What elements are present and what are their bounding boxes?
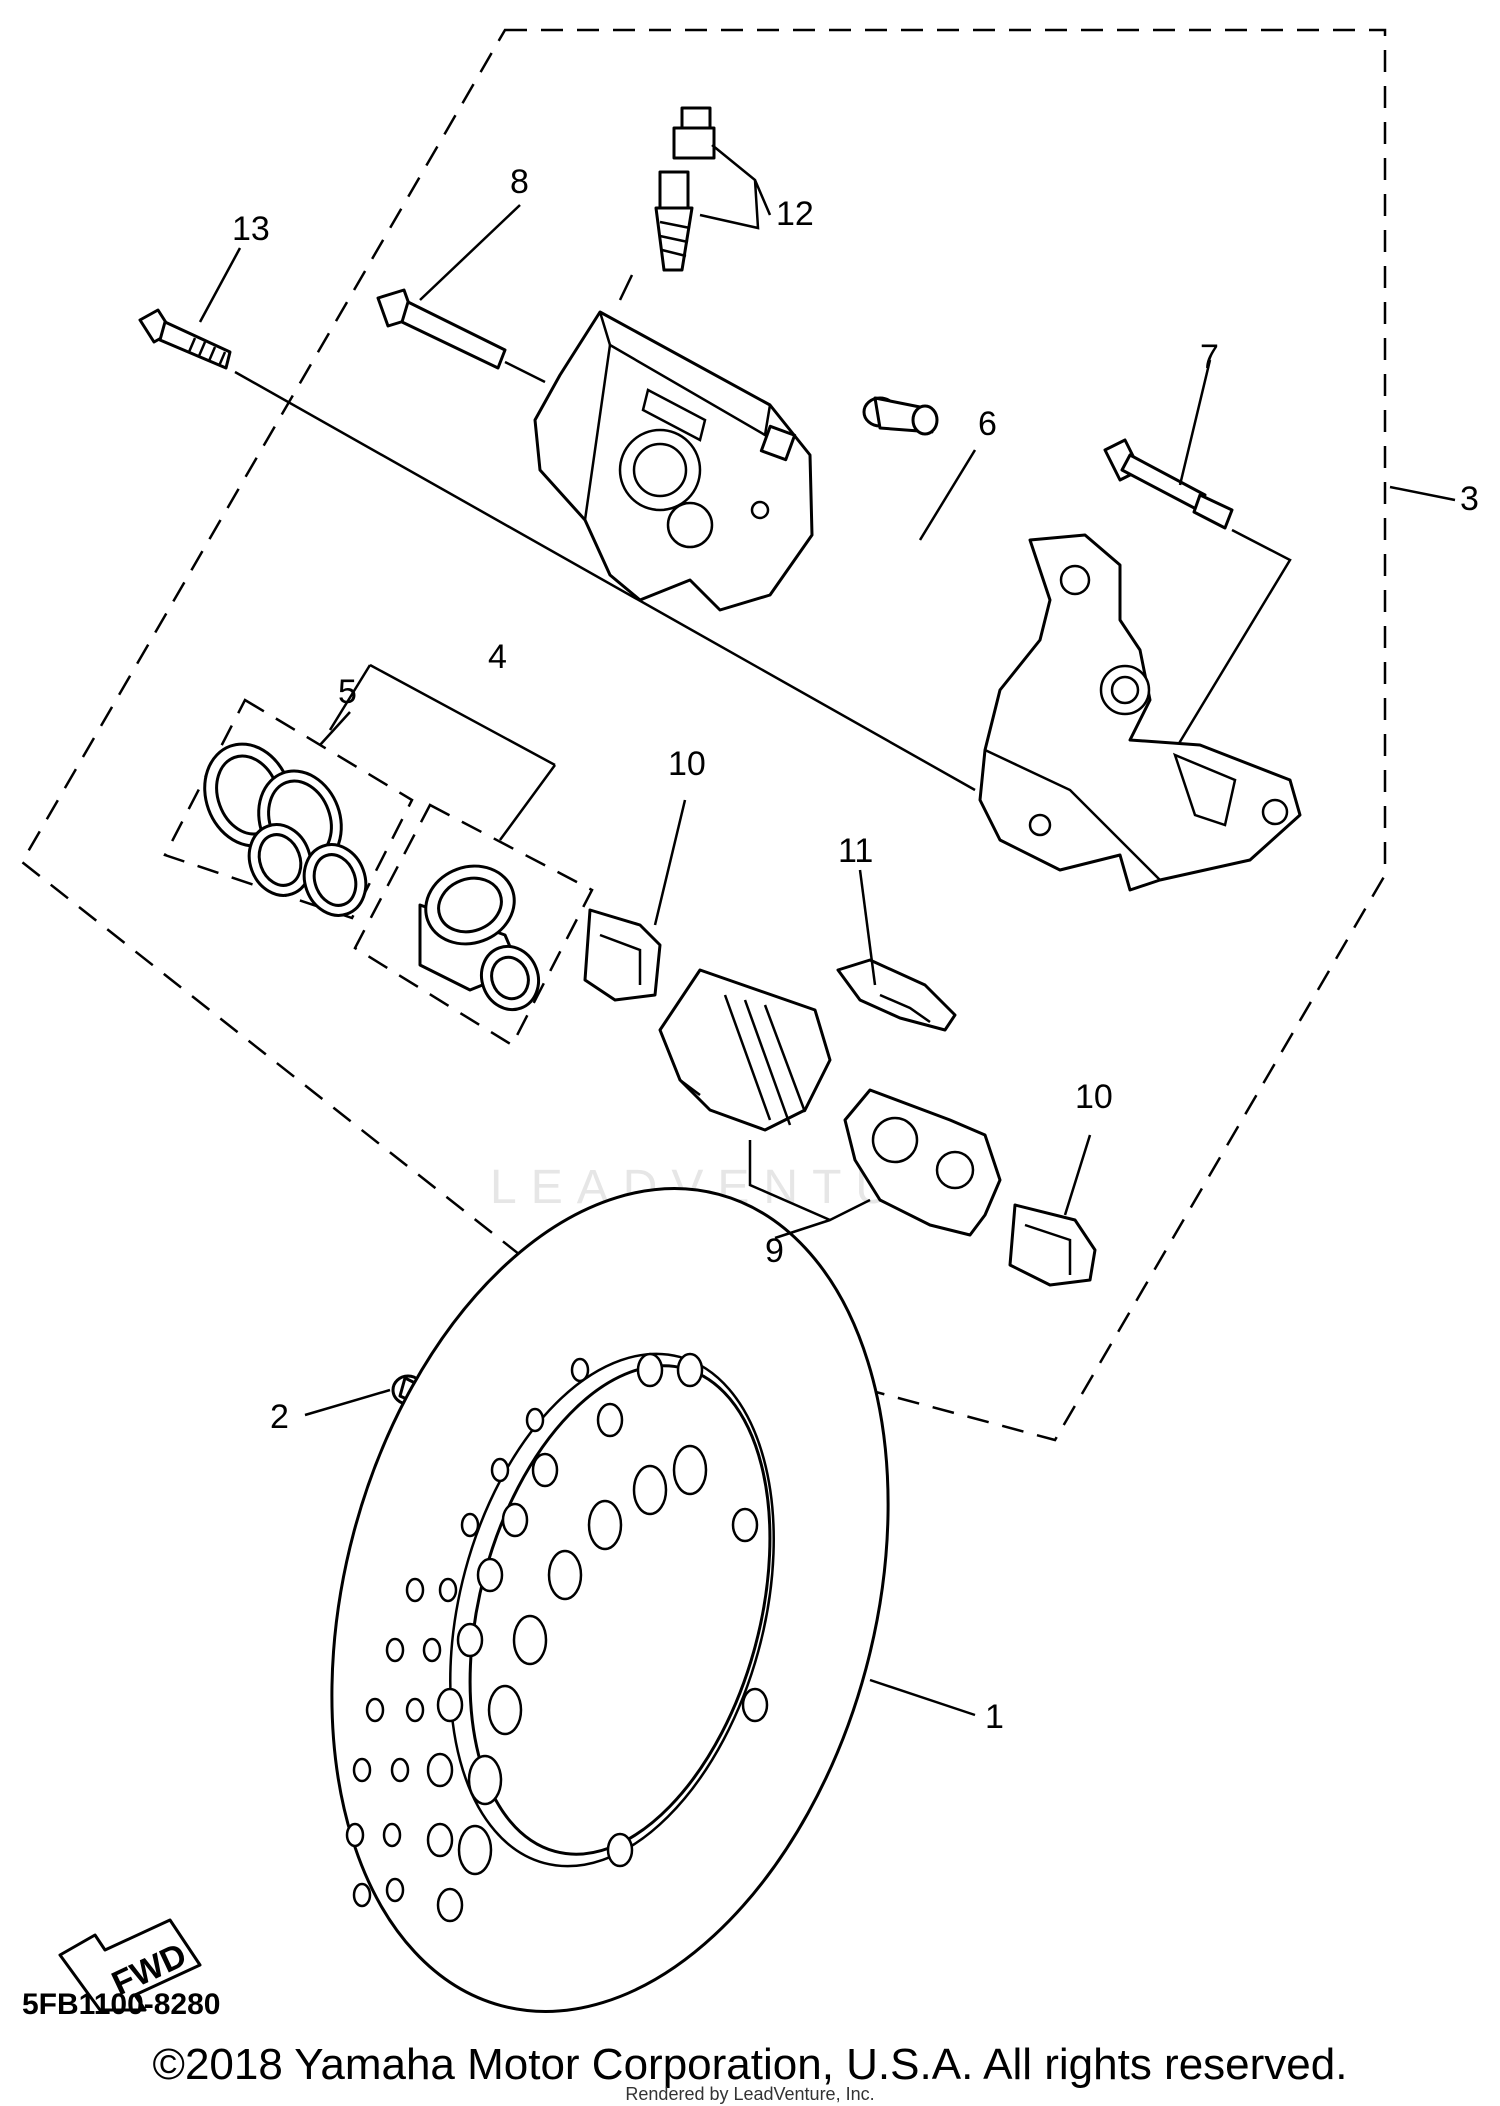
callout-6: 6 <box>978 405 997 443</box>
pin-bolt-8 <box>376 288 507 370</box>
leader-8 <box>419 204 521 301</box>
leader-1 <box>869 1678 976 1717</box>
seals-5 <box>203 742 368 917</box>
pad-clip-10-upper <box>583 908 662 1002</box>
callout-12: 12 <box>776 195 814 233</box>
leader-10b <box>1063 1134 1092 1216</box>
leader-5 <box>319 711 351 746</box>
leader-12 <box>699 144 772 230</box>
caliper-assembly-boundary <box>20 28 1387 1442</box>
callout-1: 1 <box>985 1698 1004 1736</box>
leader-2 <box>304 1388 391 1417</box>
bleed-screw-12 <box>654 106 716 272</box>
rendered-by-notice: Rendered by LeadVenture, Inc. <box>625 2084 875 2104</box>
pad-clip-10-lower <box>1008 1203 1097 1287</box>
callout-13: 13 <box>232 210 270 248</box>
callout-10b: 10 <box>1075 1078 1113 1116</box>
callout-9: 9 <box>765 1232 784 1270</box>
bolt-13-axis <box>234 370 976 792</box>
leader-11 <box>858 869 877 986</box>
leader-7 <box>1178 359 1212 486</box>
caliper-bracket <box>978 533 1302 892</box>
pistons-4 <box>418 864 540 1012</box>
callout-4: 4 <box>488 638 507 676</box>
pin-bolt-8-axis <box>504 360 546 384</box>
diagram-code: 5FB1100-8280 <box>22 1988 221 2021</box>
shim-11 <box>836 958 957 1032</box>
callout-5: 5 <box>338 673 357 711</box>
brake-disc-1 <box>330 1187 890 2013</box>
leader-13 <box>198 247 242 323</box>
bleed-screw-axis <box>618 274 634 301</box>
leader-3 <box>1389 485 1456 502</box>
leader-10a <box>653 799 687 926</box>
slide-pin-7 <box>1103 438 1234 530</box>
brake-pad-9-rear <box>843 1088 1002 1237</box>
boot-6 <box>862 396 939 436</box>
caliper-body <box>533 310 814 612</box>
leader-6 <box>918 449 977 541</box>
copyright-notice: ©2018 Yamaha Motor Corporation, U.S.A. A… <box>152 2040 1348 2089</box>
callout-7: 7 <box>1200 338 1219 376</box>
callout-10a: 10 <box>668 745 706 783</box>
slide-pin-7-axis <box>1173 528 1292 751</box>
callout-2: 2 <box>270 1398 289 1436</box>
callout-11: 11 <box>838 832 873 870</box>
seal-kit-boundary <box>163 698 414 920</box>
piston-kit-boundary <box>353 803 594 1047</box>
callout-8: 8 <box>510 163 529 201</box>
leader-4 <box>328 663 557 841</box>
bolt-13 <box>138 308 232 370</box>
leader-9 <box>748 1140 871 1240</box>
brake-pad-9-front <box>658 968 832 1132</box>
callout-3: 3 <box>1460 480 1479 518</box>
